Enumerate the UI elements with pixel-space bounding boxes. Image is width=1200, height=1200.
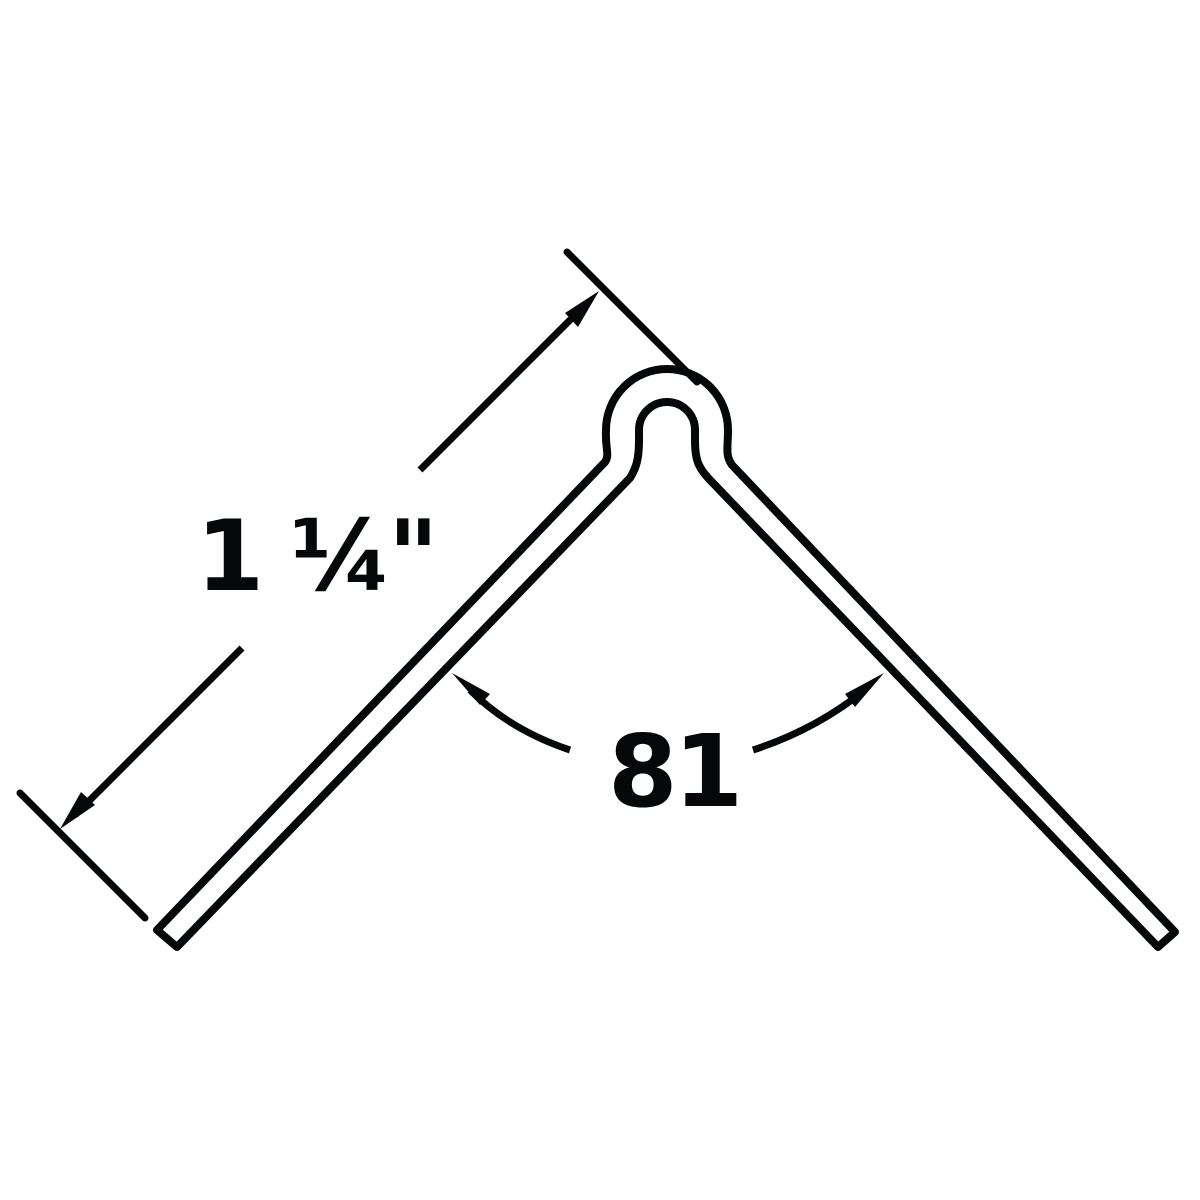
arrowhead-upper [565, 291, 599, 327]
dimension-line-upper [417, 302, 588, 473]
arrowhead-angle-left [452, 673, 490, 705]
length-dimension-label: 1 ¼" [196, 500, 439, 614]
arrowhead-lower [60, 792, 95, 829]
extension-line-bottom [16, 789, 149, 922]
angle-dimension-label: 81 [608, 713, 743, 830]
extension-line-top [563, 248, 701, 386]
angle-arc-right [751, 687, 868, 754]
angle-profile-outline [153, 365, 1179, 951]
arrowhead-angle-right [845, 673, 884, 707]
dimension-line-lower [72, 645, 245, 818]
